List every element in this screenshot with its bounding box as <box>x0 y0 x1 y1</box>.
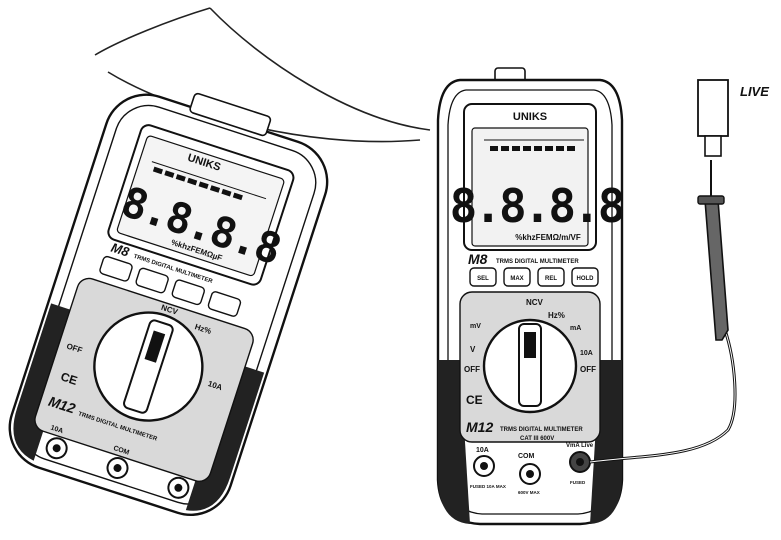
probe-handle <box>704 199 729 341</box>
right-display-digits: 8.8.8.8 <box>450 179 623 233</box>
right-bottom-subtitle: TRMS DIGITAL MULTIMETER <box>500 427 583 433</box>
left-dial-10a: 10A <box>207 379 224 392</box>
right-dial-10a: 10A <box>580 350 593 357</box>
right-button-rel: REL <box>545 276 557 282</box>
left-meter: UNIKS 8.8.8.8 %khzFEMΩµF M8 TRMS DIGITAL… <box>8 7 431 517</box>
right-port-right-note: FUSED <box>570 480 586 485</box>
right-button-max: MAX <box>510 276 523 282</box>
right-dial-ncv: NCV <box>526 298 544 307</box>
right-port-left-label: 10A <box>476 447 489 454</box>
right-port-middle-note: 600V MAX <box>518 490 540 495</box>
left-meter-body: UNIKS 8.8.8.8 %khzFEMΩµF M8 TRMS DIGITAL… <box>8 92 329 517</box>
test-probe: LIVE <box>589 79 769 464</box>
right-button-hold: HOLD <box>577 276 595 282</box>
right-unit-strip: %khzFEMΩ/m/VF <box>515 233 581 242</box>
right-dial-hz: Hz% <box>548 311 565 320</box>
right-dial-mv: mV <box>470 323 481 330</box>
live-outlet <box>697 79 729 137</box>
right-port-middle-label: COM <box>518 453 535 460</box>
right-dial-off: OFF <box>464 365 480 374</box>
right-button-row: SEL MAX REL HOLD <box>469 267 599 287</box>
right-dial-ma: mA <box>570 325 581 332</box>
left-port-10a-label: 10A <box>50 425 64 436</box>
right-dial-v: V <box>470 345 476 354</box>
left-port-com-label: COM <box>112 445 130 457</box>
right-port-right-label: VmA Live <box>566 443 594 449</box>
right-meter: UNIKS 8.8.8.8 %khzFEMΩ/m/VF M8 TRMS DIGI… <box>436 67 626 526</box>
right-top-subtitle: TRMS DIGITAL MULTIMETER <box>496 259 579 265</box>
right-bottom-model: M12 <box>466 419 493 435</box>
right-dial-off-right: OFF <box>580 365 596 374</box>
right-port-left-note: FUSED 10A MAX <box>470 484 506 489</box>
right-brand: UNIKS <box>513 111 547 123</box>
left-button-row <box>99 255 242 317</box>
left-ce-mark: CE <box>59 369 79 387</box>
right-button-sel: SEL <box>477 276 489 282</box>
right-cat-rating: CAT III 600V <box>520 436 554 442</box>
right-ce-mark: CE <box>466 393 483 407</box>
right-top-model: M8 <box>468 251 488 267</box>
left-top-model: M8 <box>109 240 132 260</box>
live-label: LIVE <box>740 84 769 99</box>
